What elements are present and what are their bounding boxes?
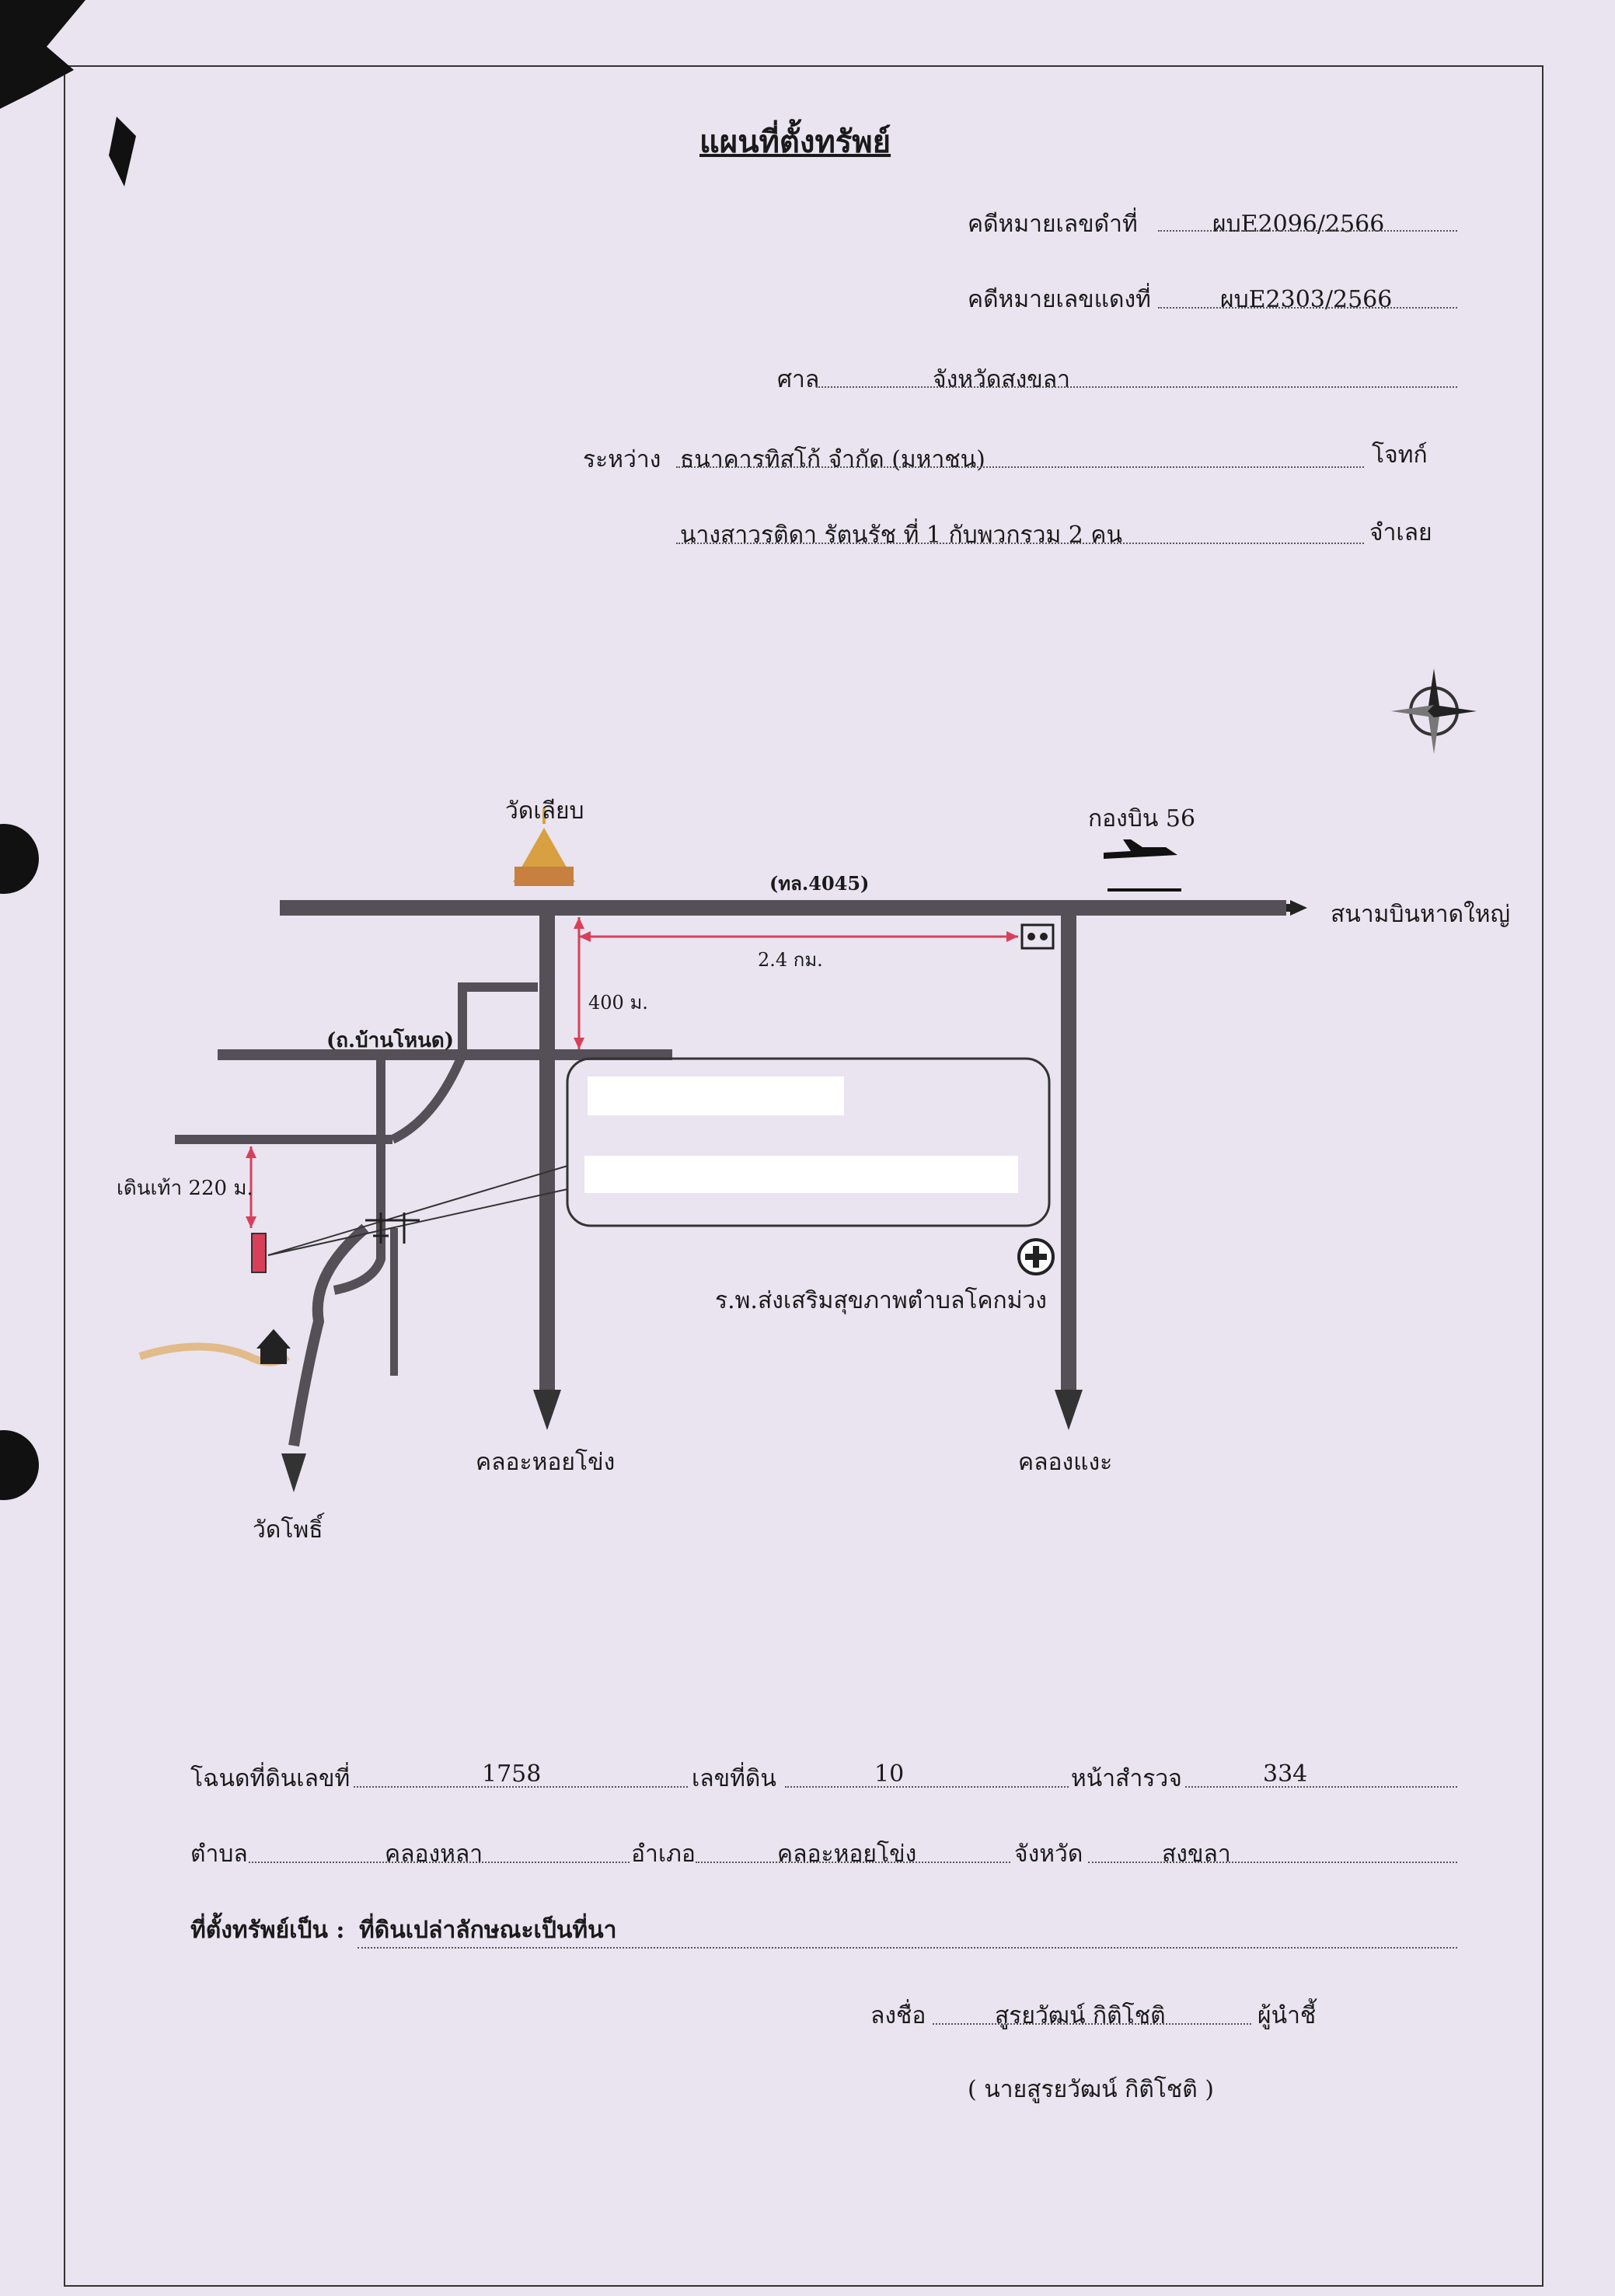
defendant-line <box>676 543 1364 544</box>
page-title: แผนที่ตั้งทรัพย์ <box>699 124 891 160</box>
black-case-label: คดีหมายเลขดำที่ <box>968 211 1138 238</box>
house-icon <box>256 1329 291 1364</box>
signature-name: สูรยวัฒน์ กิติโชติ <box>995 2002 1166 2029</box>
court-line <box>816 386 1457 388</box>
tambon-value: คลองหลา <box>385 1841 483 1868</box>
arrow-down-icon <box>533 1390 561 1430</box>
compass-icon <box>1391 668 1477 754</box>
survey-number: 334 <box>1263 1760 1308 1788</box>
survey-label: หน้าสำรวจ <box>1071 1765 1182 1792</box>
province-value: สงขลา <box>1162 1841 1231 1868</box>
defendant-role: จำเลย <box>1369 519 1432 546</box>
defendant-name: นางสาวรติดา รัตนรัช ที่ 1 กับพวกรวม 2 คน <box>680 522 1122 549</box>
tambon-label: ตำบล <box>190 1841 248 1868</box>
plaintiff-role: โจทก์ <box>1372 441 1428 469</box>
property-marker <box>251 1233 267 1273</box>
survey-line <box>1185 1786 1457 1788</box>
airport-label: สนามบินหาดใหญ่ <box>1331 901 1511 928</box>
khlong-hoi-khong-label: คลอะหอยโข่ง <box>476 1449 616 1476</box>
highway-road <box>280 900 1286 916</box>
tambon-line <box>249 1862 630 1863</box>
airbase-label: กองบิน 56 <box>1088 805 1196 832</box>
road-khlong-hoi-khong <box>539 908 555 1390</box>
property-type-label: ที่ตั้งทรัพย์เป็น : <box>190 1917 345 1944</box>
redacted-box <box>588 1076 844 1115</box>
walk-distance-label: เดินเท้า 220 ม. <box>117 1177 253 1200</box>
land-number-label: เลขที่ดิน <box>692 1765 776 1792</box>
highway-arrow-icon <box>1290 900 1307 916</box>
between-label: ระหว่าง <box>583 446 661 473</box>
traffic-light-icon <box>1020 923 1055 950</box>
property-line <box>358 1947 1457 1949</box>
airplane-icon <box>1104 839 1181 892</box>
arrow-down-icon <box>281 1453 306 1492</box>
redacted-box <box>584 1156 1018 1193</box>
province-label: จังหวัด <box>1014 1841 1083 1868</box>
hospital-label: ร.พ.ส่งเสริมสุขภาพตำบลโคกม่วง <box>715 1287 1047 1314</box>
road-ban-not-label: (ถ.บ้านโหนด) <box>326 1029 455 1052</box>
land-number: 10 <box>874 1760 905 1788</box>
signature-role: ผู้นำชี้ <box>1257 2002 1317 2029</box>
power-pylon-icon <box>365 1213 420 1244</box>
black-case-line <box>1158 230 1457 232</box>
signature-label: ลงชื่อ <box>870 2002 926 2029</box>
province-line <box>1088 1862 1457 1863</box>
red-case-label: คดีหมายเลขแดงที่ <box>968 286 1151 313</box>
annotation-box <box>566 1057 1051 1227</box>
red-case-number: ผบE2303/2566 <box>1220 286 1393 313</box>
road-khlong-ngae <box>1061 908 1076 1390</box>
river-road <box>288 1223 369 1447</box>
amphoe-value: คลอะหอยโข่ง <box>777 1841 917 1868</box>
torn-corner <box>0 0 136 187</box>
page-border <box>64 65 1543 2287</box>
amphoe-line <box>696 1862 1010 1863</box>
black-case-number: ผบE2096/2566 <box>1212 211 1385 238</box>
deed-number: 1758 <box>482 1760 542 1788</box>
hospital-icon <box>1017 1238 1055 1275</box>
red-case-line <box>1158 307 1457 309</box>
distance-long-label: 2.4 กม. <box>758 949 823 971</box>
signature-printed-name: ( นายสูรยวัฒน์ กิติโชติ ) <box>968 2076 1215 2103</box>
highway-label: (ทล.4045) <box>769 872 870 895</box>
temple-icon <box>513 808 575 886</box>
plaintiff-line <box>676 466 1364 468</box>
court-name: จังหวัดสงขลา <box>933 366 1071 393</box>
wat-pho-label: วัดโพธิ์ <box>253 1516 323 1544</box>
signature-line <box>933 2023 1251 2025</box>
land-line <box>785 1786 1069 1788</box>
arrow-down-icon <box>1055 1390 1083 1430</box>
temple-label: วัดเลียบ <box>505 797 584 825</box>
court-label: ศาล <box>777 366 820 393</box>
distance-short-label: 400 ม. <box>588 992 648 1014</box>
deed-label: โฉนดที่ดินเลขที่ <box>190 1765 351 1792</box>
property-type-value: ที่ดินเปล่าลักษณะเป็นที่นา <box>359 1917 617 1944</box>
khlong-ngae-label: คลองแงะ <box>1018 1449 1113 1476</box>
deed-line <box>354 1786 688 1788</box>
plaintiff-name: ธนาคารทิสโก้ จำกัด (มหาชน) <box>680 446 985 473</box>
amphoe-label: อำเภอ <box>631 1841 696 1868</box>
road-ban-not <box>218 1049 672 1060</box>
